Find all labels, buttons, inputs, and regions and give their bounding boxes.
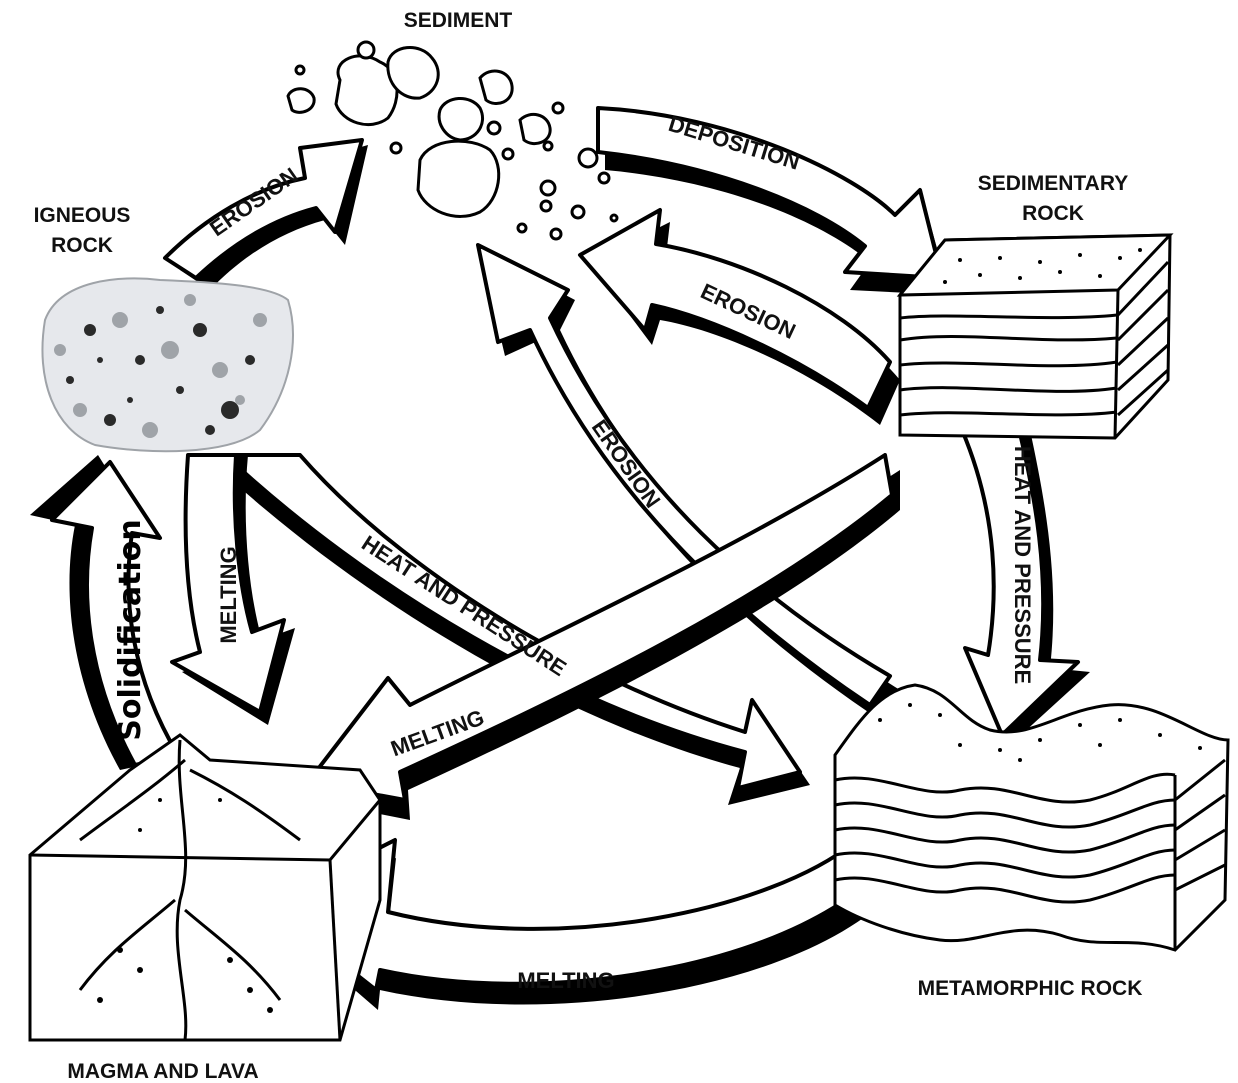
arrow-erosion-sedimentary-to-sediment: [578, 208, 900, 425]
label-sedimentary-rock-line1: SEDIMENTARY: [978, 172, 1129, 195]
label-sediment: SEDIMENT: [404, 9, 513, 32]
igneous-rock-image: [41, 277, 294, 453]
label-heat-pressure-center: HEAT AND PRESSURE: [357, 530, 571, 681]
sediment-pebbles: [286, 40, 619, 241]
arrow-melting-igneous-to-magma: [170, 453, 295, 725]
sedimentary-rock-block: [896, 233, 1174, 440]
label-solidification: Solidification: [113, 519, 148, 740]
label-metamorphic-rock: METAMORPHIC ROCK: [918, 977, 1143, 1000]
label-igneous-rock-line2: ROCK: [51, 234, 113, 257]
label-magma-and-lava: MAGMA AND LAVA: [67, 1060, 258, 1083]
magma-lava-block: [28, 733, 382, 1042]
arrow-erosion-igneous-to-sediment: [163, 138, 368, 290]
label-melting-igneous: MELTING: [216, 546, 241, 643]
label-igneous-rock-line1: IGNEOUS: [34, 204, 131, 227]
arrow-solidification: [30, 455, 180, 770]
label-heat-pressure-right: HEAT AND PRESSURE: [1010, 446, 1035, 684]
label-sedimentary-rock-line2: ROCK: [1022, 202, 1084, 225]
label-melting-metamorphic: MELTING: [517, 968, 614, 993]
arrow-heat-pressure-igneous-to-metamorphic: [215, 453, 810, 805]
arrow-heat-pressure-sedimentary-to-metamorphic: [960, 423, 1090, 745]
label-erosion-metamorphic: EROSION: [587, 415, 666, 512]
metamorphic-rock-block: [833, 683, 1230, 952]
